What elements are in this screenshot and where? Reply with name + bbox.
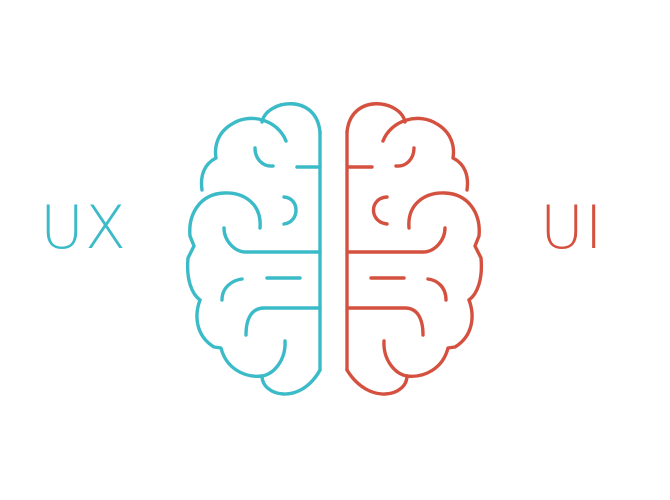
ux-label: UX: [40, 193, 128, 263]
right-brain-hemisphere-icon: [345, 102, 484, 396]
left-brain-hemisphere-icon: [185, 102, 322, 396]
ui-label: UI: [540, 193, 604, 263]
